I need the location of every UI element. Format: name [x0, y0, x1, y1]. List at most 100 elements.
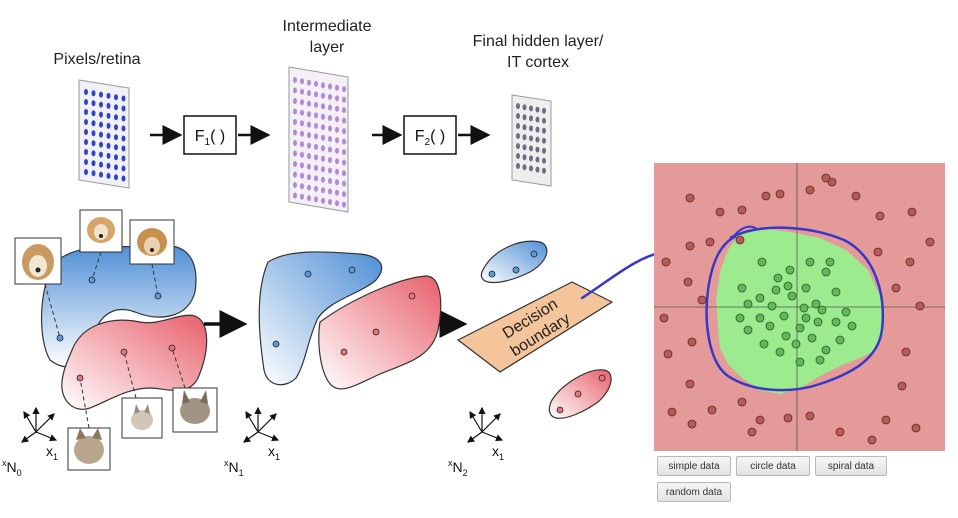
grid-dot	[293, 182, 297, 188]
grid-dot	[535, 166, 540, 173]
red-class-point	[737, 397, 747, 407]
grid-dot	[542, 117, 546, 124]
red-class-point	[687, 337, 697, 347]
green-class-point	[821, 345, 831, 355]
intermediate-label-line1: Intermediate	[283, 18, 372, 35]
grid-dot	[293, 108, 297, 115]
grid-dot	[114, 164, 118, 171]
grid-dot	[293, 192, 297, 199]
grid-dot	[321, 113, 325, 120]
grid-dot	[321, 155, 325, 162]
grid-dot	[300, 88, 304, 95]
grid-dot	[91, 160, 96, 167]
green-class-point	[821, 267, 831, 277]
dog-photo-3	[129, 219, 175, 265]
simple-data-button[interactable]: simple data	[657, 456, 731, 476]
red-class-point	[705, 237, 715, 247]
grid-dot	[529, 135, 533, 142]
spiral-data-button[interactable]: spiral data	[815, 456, 887, 476]
grid-dot	[342, 128, 346, 135]
grid-dot	[121, 95, 126, 102]
grid-dot	[300, 109, 304, 116]
grid-dot	[328, 167, 332, 174]
red-class-point	[747, 427, 757, 437]
green-class-point	[831, 317, 841, 327]
green-class-point	[805, 257, 815, 267]
random-data-button[interactable]: random data	[657, 482, 731, 502]
grid-dot	[516, 133, 520, 139]
grid-dot	[328, 188, 332, 195]
grid-dot	[321, 176, 325, 183]
grid-dot	[84, 119, 88, 125]
red-class-point	[873, 247, 883, 257]
red-class-point	[683, 277, 693, 287]
red-class-point	[685, 193, 695, 203]
grid-dot	[121, 165, 126, 172]
pixels-retina-label: Pixels/retina	[53, 51, 140, 68]
grid-dot	[516, 153, 520, 159]
cat-manifold-intermediate	[318, 275, 442, 390]
grid-dot	[114, 114, 118, 121]
green-class-point	[783, 281, 793, 291]
grid-dot	[293, 171, 297, 178]
grid-dot	[328, 83, 332, 90]
grid-dot	[300, 183, 304, 190]
circle-data-button[interactable]: circle data	[736, 456, 810, 476]
grid-dot	[321, 82, 325, 89]
grid-dot	[328, 125, 332, 132]
grid-dot	[307, 163, 311, 170]
grid-dot	[342, 170, 346, 177]
red-class-point	[805, 185, 815, 195]
grid-dot	[321, 124, 325, 131]
green-class-point	[785, 265, 795, 275]
grid-dot	[307, 121, 311, 128]
cat-photo-2	[121, 397, 163, 439]
grid-dot	[293, 77, 297, 83]
grid-dot	[114, 94, 118, 101]
green-class-point	[795, 357, 805, 367]
grid-dot	[516, 163, 520, 169]
grid-dot	[321, 134, 325, 141]
grid-dot	[342, 138, 346, 145]
grid-dot	[99, 141, 103, 148]
grid-dot	[114, 174, 118, 181]
grid-dot	[84, 149, 88, 155]
red-class-point	[911, 423, 921, 433]
grid-dot	[342, 149, 346, 156]
red-class-point	[715, 207, 725, 217]
grid-dot	[307, 90, 311, 97]
grid-dot	[84, 139, 88, 145]
final-layer-label-line2: IT cortex	[507, 54, 569, 71]
grid-dot	[335, 116, 339, 123]
f1-label: F1( )	[195, 128, 225, 148]
grid-dot	[300, 141, 304, 148]
grid-dot	[542, 167, 546, 174]
grid-dot	[522, 124, 527, 131]
red-class-point	[827, 177, 837, 187]
green-class-point	[775, 347, 785, 357]
red-class-point	[901, 347, 911, 357]
grid-dot	[99, 111, 103, 118]
cat-photo-1	[67, 427, 111, 471]
axes-intermediate-x1-label: x1	[268, 443, 280, 462]
green-class-point	[811, 299, 821, 309]
grid-dot	[114, 134, 118, 141]
grid-dot	[99, 161, 103, 168]
grid-dot	[321, 197, 325, 204]
grid-dot	[335, 84, 339, 91]
red-class-point	[891, 283, 901, 293]
grid-dot	[106, 152, 111, 159]
grid-dot	[300, 99, 304, 106]
grid-dot	[307, 174, 311, 181]
green-class-point	[757, 257, 767, 267]
cat-cluster-points	[556, 374, 606, 414]
green-class-point	[807, 333, 817, 343]
grid-dot	[307, 79, 311, 86]
grid-dot	[293, 161, 297, 167]
grid-dot	[121, 125, 126, 132]
f1-box	[183, 115, 237, 155]
grid-dot	[307, 184, 311, 191]
grid-dot	[99, 171, 103, 178]
grid-dot	[522, 144, 527, 151]
